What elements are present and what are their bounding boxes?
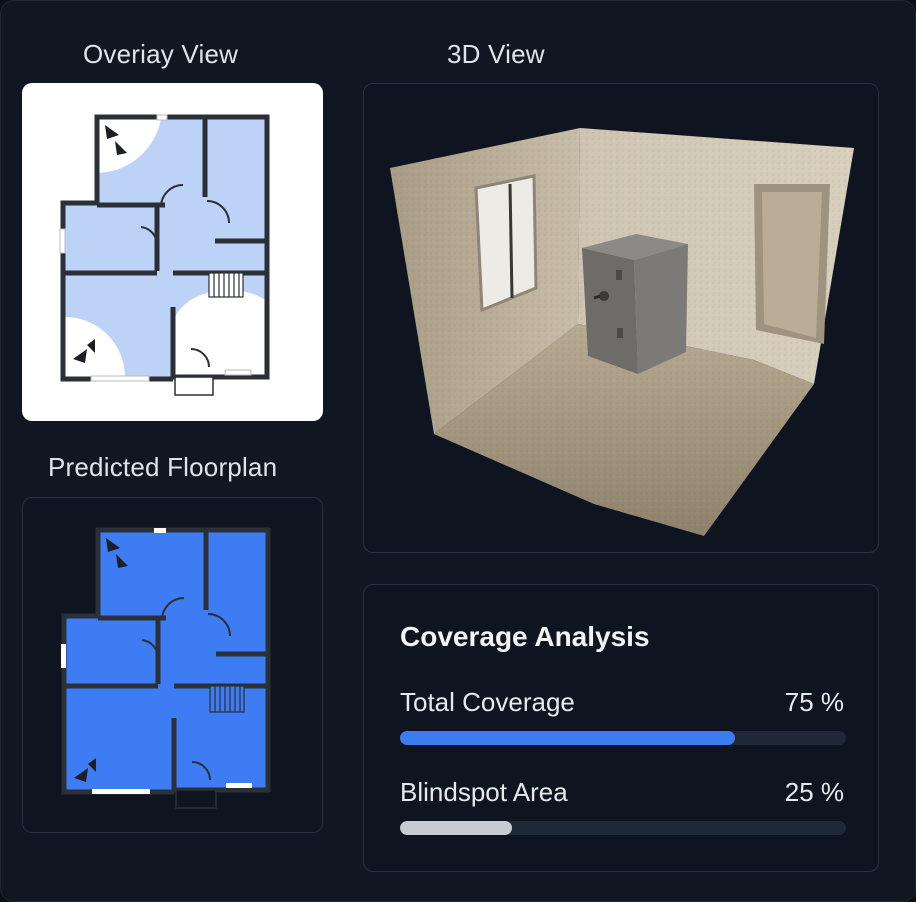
total-coverage-label: Total Coverage: [400, 687, 575, 717]
overlay-floorplan: [59, 114, 270, 396]
stairs-icon: [208, 272, 244, 298]
overlay-blind-zone: [173, 289, 267, 375]
predicted-floorplan-heading: Predicted Floorplan: [48, 452, 278, 482]
3d-view-panel[interactable]: [363, 83, 879, 553]
door-icon: [141, 597, 231, 781]
coverage-analysis-panel: Coverage Analysis Total Coverage 75 % Bl…: [363, 584, 879, 872]
blindspot-area-bar: [400, 821, 846, 835]
overlay-view-panel[interactable]: [22, 83, 323, 421]
entry-step: [174, 376, 214, 396]
window-icon: [226, 783, 252, 788]
total-coverage-bar-fill: [400, 731, 735, 745]
window-icon: [90, 375, 150, 382]
3d-room-render: [390, 128, 854, 536]
window-icon: [156, 114, 168, 121]
window-icon: [224, 369, 252, 376]
camera-icon: [105, 125, 127, 155]
door-icon: [140, 184, 230, 368]
total-coverage-value: 75 %: [784, 687, 844, 717]
total-coverage-bar: [400, 731, 846, 745]
predicted-floorplan-panel[interactable]: [22, 497, 323, 833]
stairs-icon: [209, 685, 245, 713]
window-icon: [154, 528, 166, 533]
predicted-floorplan: [61, 527, 271, 809]
window-icon: [92, 789, 150, 794]
camera-icon: [74, 758, 96, 782]
coverage-analysis-title: Coverage Analysis: [400, 621, 650, 652]
overlay-view-heading: Overiay View: [83, 39, 239, 69]
blindspot-area-label: Blindspot Area: [400, 777, 568, 807]
blindspot-area-value: 25 %: [784, 777, 844, 807]
window-icon: [61, 644, 66, 668]
window-icon: [474, 174, 538, 313]
safe-object: [582, 234, 688, 374]
camera-icon: [106, 538, 128, 568]
camera-icon: [73, 339, 95, 363]
3d-view-heading: 3D View: [447, 39, 545, 69]
predicted-room-fills: [64, 532, 268, 790]
window-icon: [59, 228, 66, 254]
blindspot-area-bar-fill: [400, 821, 512, 835]
entry-step: [175, 789, 217, 809]
